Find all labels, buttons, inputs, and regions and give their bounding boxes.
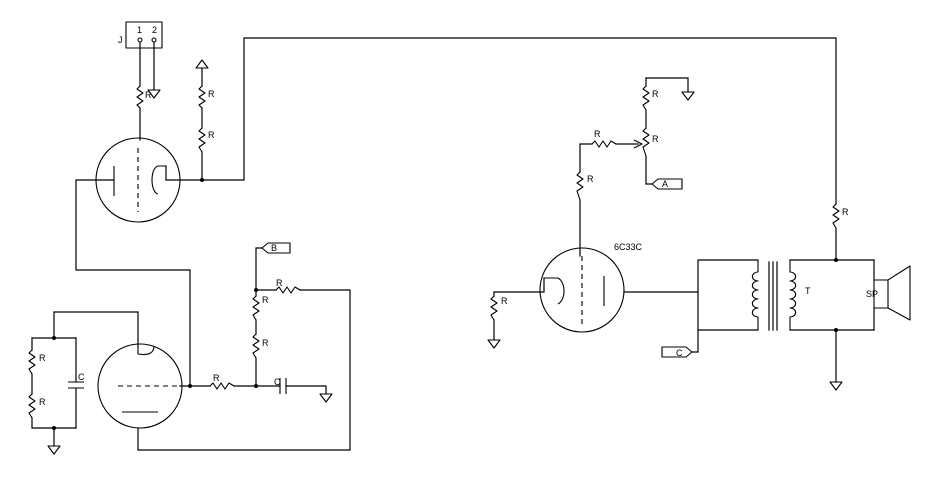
resistor-symbol	[198, 85, 206, 109]
resistor-label: R	[208, 89, 215, 99]
capacitor-symbol	[279, 378, 287, 394]
resistor-label: R	[213, 373, 220, 383]
potentiometer-symbol	[642, 127, 650, 157]
output-transformer: T	[751, 260, 811, 331]
resistor-symbol	[209, 382, 235, 390]
supply-arrow	[195, 59, 209, 69]
output-tube-6c33c: 6C33C	[539, 242, 643, 333]
speaker: SP	[866, 265, 911, 321]
resistor-label: R	[262, 295, 269, 305]
resistor-symbol	[198, 127, 206, 153]
resistor-symbol	[832, 203, 840, 229]
resistor-label: R	[39, 353, 46, 363]
resistor-label: R	[208, 130, 215, 140]
resistor-symbol	[275, 286, 301, 294]
resistor-symbol	[591, 140, 617, 148]
port-b-label: B	[271, 243, 277, 253]
ground-symbol	[47, 445, 61, 455]
resistor-label: R	[501, 296, 508, 306]
resistor-label: R	[587, 174, 594, 184]
resistor-symbol	[28, 349, 36, 375]
tube-type-label: 6C33C	[614, 242, 643, 252]
resistor-label: R	[276, 278, 283, 288]
port-b-connector	[261, 242, 291, 254]
jack-pin1-label: 1	[137, 25, 142, 35]
port-c-connector	[661, 346, 693, 358]
port-a-connector	[651, 178, 683, 190]
resistor-label: R	[39, 397, 46, 407]
jack-label: J	[118, 35, 123, 45]
speaker-label: SP	[866, 289, 878, 299]
resistor-symbol	[576, 171, 584, 201]
ground-symbol	[829, 381, 843, 391]
input-jack: J 1 2	[118, 21, 163, 49]
triode-tube-lower	[97, 343, 183, 429]
ground-symbol	[147, 89, 161, 99]
resistor-label: R	[262, 338, 269, 348]
resistor-symbol	[252, 333, 260, 359]
jack-pin2-label: 2	[152, 25, 157, 35]
resistor-symbol	[28, 393, 36, 419]
transformer-label: T	[805, 286, 811, 296]
resistor-symbol	[642, 85, 650, 111]
ground-symbol	[681, 91, 695, 101]
ground-symbol	[487, 339, 501, 349]
potentiometer-wiper	[633, 139, 643, 149]
resistor-label: R	[145, 90, 152, 100]
port-a-label: A	[662, 179, 668, 189]
resistor-label: R	[652, 89, 659, 99]
resistor-label: R	[842, 207, 849, 217]
capacitor-label: C	[78, 372, 85, 382]
capacitor-symbol	[68, 381, 84, 389]
capacitor-label: C	[274, 377, 281, 387]
resistor-label: R	[594, 129, 601, 139]
resistor-symbol	[490, 295, 498, 321]
potentiometer-label: R	[652, 134, 659, 144]
ground-symbol	[319, 393, 333, 403]
port-c-label: C	[676, 348, 683, 358]
resistor-symbol	[136, 85, 144, 109]
resistor-symbol	[252, 295, 260, 321]
